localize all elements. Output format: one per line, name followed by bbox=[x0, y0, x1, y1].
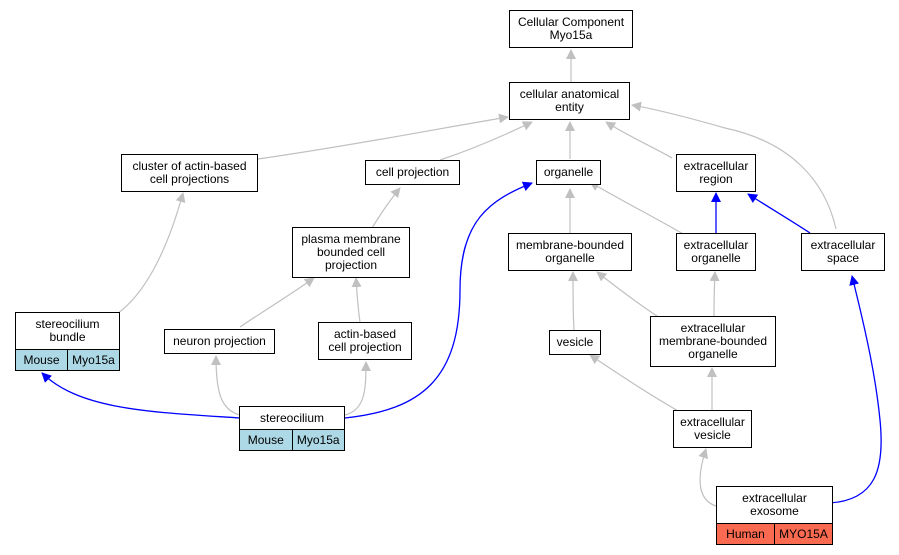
edge-ecmbo-to-ecorganelle bbox=[709, 271, 720, 317]
species-tag: Mouse bbox=[240, 430, 292, 450]
node-label: stereocilium bundle bbox=[35, 317, 100, 344]
node-label: actin-based cell projection bbox=[328, 327, 402, 354]
species-tags: Human MYO15A bbox=[717, 523, 832, 544]
node-extracellular-region[interactable]: extracellular region bbox=[676, 154, 756, 192]
node-actin-based-cell-projection[interactable]: actin-based cell projection bbox=[318, 322, 412, 360]
edge-cluster-to-entity bbox=[257, 113, 509, 160]
node-label: Cellular Component Myo15a bbox=[517, 15, 625, 42]
node-label: extracellular region bbox=[683, 159, 749, 186]
edge-ecspace-to-ecregion bbox=[747, 193, 811, 234]
node-label: cellular anatomical entity bbox=[519, 87, 620, 114]
node-label: stereocilium bbox=[259, 410, 325, 425]
edge-cellprojection-to-entity bbox=[439, 121, 533, 161]
edge-plasma-to-cellprojection bbox=[371, 187, 401, 229]
node-label: vesicle bbox=[556, 335, 594, 349]
node-label: membrane-bounded organelle bbox=[515, 238, 625, 265]
gene-tag: Myo15a bbox=[67, 350, 119, 370]
node-neuron-projection[interactable]: neuron projection bbox=[164, 329, 275, 354]
node-label: extracellular vesicle bbox=[680, 415, 745, 442]
node-cluster-of-actin-based-cell-projections[interactable]: cluster of actin-based cell projections bbox=[121, 154, 258, 192]
node-label: plasma membrane bounded cell projection bbox=[301, 232, 401, 272]
node-extracellular-vesicle[interactable]: extracellular vesicle bbox=[673, 410, 752, 448]
node-label: organelle bbox=[543, 165, 594, 179]
node-membrane-bounded-organelle[interactable]: membrane-bounded organelle bbox=[508, 233, 632, 271]
edge-stereocilium-to-organelle bbox=[344, 181, 533, 419]
node-label: extracellular space bbox=[810, 238, 876, 265]
node-extracellular-exosome[interactable]: extracellular exosome Human MYO15A bbox=[716, 486, 833, 545]
node-extracellular-membrane-bounded-organelle[interactable]: extracellular membrane-bounded organelle bbox=[650, 316, 776, 367]
node-organelle[interactable]: organelle bbox=[536, 160, 601, 185]
gene-tag: MYO15A bbox=[774, 524, 832, 544]
edge-stereocilium-to-neuron bbox=[211, 355, 241, 416]
node-plasma-membrane-bounded-cell-projection[interactable]: plasma membrane bounded cell projection bbox=[292, 227, 410, 278]
species-tags: Mouse Myo15a bbox=[240, 429, 344, 450]
edge-ecvesicle-to-vesicle bbox=[589, 354, 681, 413]
node-label: cluster of actin-based cell projections bbox=[132, 159, 247, 186]
edge-neuron-to-plasma bbox=[239, 277, 315, 328]
species-tag: Human bbox=[717, 524, 774, 544]
node-stereocilium[interactable]: stereocilium Mouse Myo15a bbox=[239, 406, 345, 451]
edge-actinbased-to-plasma bbox=[351, 277, 362, 323]
node-cellular-component[interactable]: Cellular Component Myo15a bbox=[509, 10, 633, 48]
node-label: extracellular membrane-bounded organelle bbox=[658, 321, 768, 361]
node-extracellular-organelle[interactable]: extracellular organelle bbox=[676, 233, 756, 271]
edge-stereocilium-to-actinbased bbox=[344, 361, 371, 416]
node-label: neuron projection bbox=[173, 334, 266, 348]
edge-vesicle-to-mbo bbox=[568, 271, 579, 331]
edge-stereociliumbundle-to-cluster bbox=[116, 192, 186, 315]
node-label: cell projection bbox=[375, 165, 450, 179]
edge-exosome-to-ecspace bbox=[829, 275, 882, 504]
edge-ecmbo-to-mbo bbox=[596, 271, 661, 319]
edge-ecorganelle-to-organelle bbox=[589, 181, 691, 239]
node-label: extracellular exosome bbox=[742, 491, 807, 518]
species-tag: Mouse bbox=[16, 350, 67, 370]
node-vesicle[interactable]: vesicle bbox=[549, 330, 601, 355]
node-cell-projection[interactable]: cell projection bbox=[365, 160, 460, 185]
node-stereocilium-bundle[interactable]: stereocilium bundle Mouse Myo15a bbox=[15, 312, 120, 371]
edge-ecspace-to-entity bbox=[631, 101, 837, 230]
node-extracellular-space[interactable]: extracellular space bbox=[801, 233, 885, 271]
species-tags: Mouse Myo15a bbox=[16, 349, 119, 370]
node-cellular-anatomical-entity[interactable]: cellular anatomical entity bbox=[509, 82, 630, 120]
gene-tag: Myo15a bbox=[291, 430, 344, 450]
node-label: extracellular organelle bbox=[683, 238, 749, 265]
edge-ecregion-to-entity bbox=[605, 121, 673, 159]
edge-exosome-to-ecvesicle bbox=[698, 448, 717, 507]
edge-stereocilium-to-stereociliumbundle bbox=[41, 372, 241, 419]
